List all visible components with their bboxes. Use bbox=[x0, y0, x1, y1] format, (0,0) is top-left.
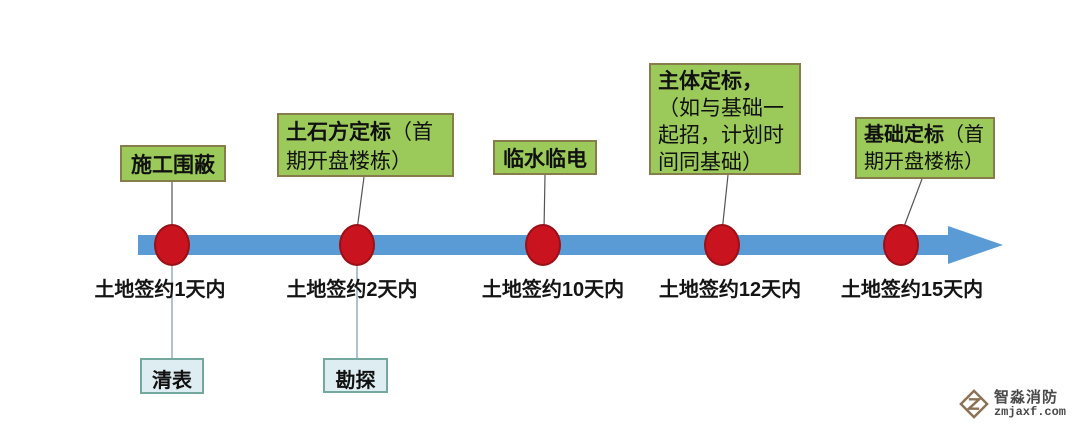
watermark-brand: 智淼消防 bbox=[993, 388, 1058, 406]
event-box-earthwork: 土石方定标（首期开盘楼栋） bbox=[277, 113, 454, 177]
event-box-title: 土石方定标 bbox=[286, 121, 391, 144]
event-box-suffix: （首期开盘楼栋） bbox=[864, 124, 984, 173]
watermark-text: 智淼消防 zmjaxf.com bbox=[994, 390, 1066, 418]
milestone-dot bbox=[154, 224, 190, 266]
connector-line bbox=[356, 176, 365, 231]
event-box-title: 施工围蔽 bbox=[131, 154, 215, 177]
event-box-title: 基础定标 bbox=[864, 124, 944, 146]
time-label: 土地签约2天内 bbox=[286, 279, 418, 301]
event-box-suffix: （首期开盘楼栋） bbox=[286, 121, 433, 173]
time-label: 土地签约15天内 bbox=[840, 279, 984, 301]
event-box-suffix: （如与基础一起招，计划时间同基础） bbox=[658, 97, 784, 174]
event-box-water-power: 临水临电 bbox=[493, 140, 597, 175]
zmjaxf-logo-icon bbox=[959, 389, 989, 419]
event-box-main-structure: 主体定标， （如与基础一起招，计划时间同基础） bbox=[649, 63, 801, 175]
event-box-enclosure: 施工围蔽 bbox=[120, 145, 226, 182]
watermark-site: zmjaxf.com bbox=[993, 404, 1066, 419]
event-box-foundation: 基础定标（首期开盘楼栋） bbox=[855, 117, 995, 179]
connector-line bbox=[543, 174, 546, 231]
time-label: 土地签约10天内 bbox=[481, 279, 625, 301]
subtask-box-clearing: 清表 bbox=[140, 358, 204, 394]
milestone-dot bbox=[704, 224, 740, 266]
event-box-title: 临水临电 bbox=[503, 148, 587, 171]
milestone-dot bbox=[339, 224, 375, 266]
milestone-dot bbox=[883, 224, 919, 266]
event-box-title: 主体定标， bbox=[658, 70, 763, 93]
timeline-arrowhead-icon bbox=[948, 226, 1003, 264]
milestone-dot bbox=[525, 224, 561, 266]
subtask-box-survey: 勘探 bbox=[323, 358, 388, 393]
time-label: 土地签约1天内 bbox=[94, 279, 226, 301]
watermark: 智淼消防 zmjaxf.com bbox=[959, 389, 1066, 419]
time-label: 土地签约12天内 bbox=[658, 279, 802, 301]
